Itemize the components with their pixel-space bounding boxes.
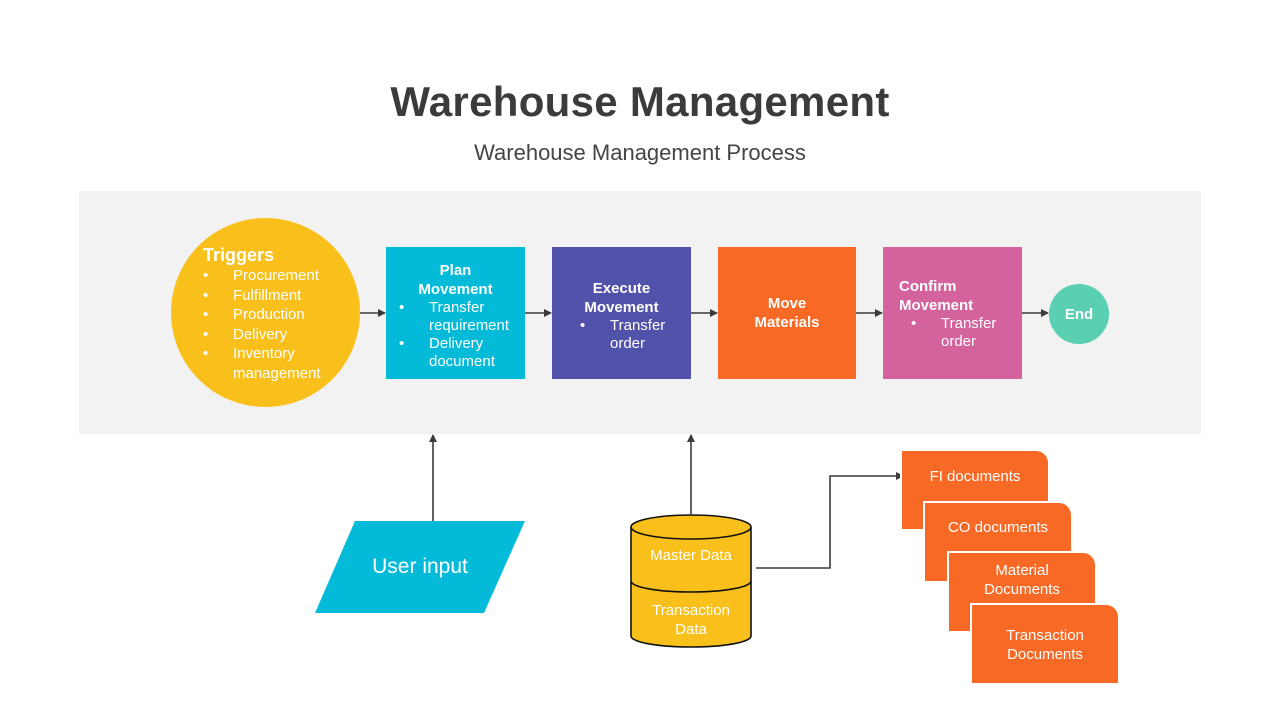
list-item: Fulfillment: [203, 286, 360, 306]
list-item: Procurement: [203, 266, 360, 286]
list-item: Delivery document: [386, 335, 525, 371]
user-input-shape: [315, 521, 525, 613]
move-materials-title: Move Materials: [754, 295, 820, 331]
execute-movement-list: Transfer order: [552, 317, 691, 353]
plan-movement-node: Plan Movement Transfer requirement Deliv…: [386, 247, 525, 379]
confirm-movement-title: Confirm Movement: [899, 278, 974, 314]
arrow-database-documents: [756, 472, 904, 569]
database-icon: [630, 514, 752, 648]
execute-movement-title: Execute Movement: [584, 280, 659, 316]
confirm-movement-node: Confirm Movement Transfer order: [883, 247, 1022, 379]
plan-movement-list: Transfer requirement Delivery document: [386, 299, 525, 371]
list-item: Transfer requirement: [386, 299, 525, 335]
list-item: Transfer order: [567, 317, 668, 353]
list-item: Production: [203, 305, 360, 325]
list-item: Transfer order: [898, 315, 999, 351]
database-bottom-label: Transaction Data: [652, 602, 730, 638]
end-label: End: [1064, 305, 1094, 323]
page-title: Warehouse Management: [390, 78, 890, 125]
execute-movement-node: Execute Movement Transfer order: [552, 247, 691, 379]
database-top-label: Master Data: [650, 547, 732, 564]
triggers-list: Procurement Fulfillment Production Deliv…: [203, 266, 360, 383]
document-transaction: Transaction Documents: [972, 605, 1118, 683]
triggers-node: Triggers Procurement Fulfillment Product…: [171, 218, 360, 407]
triggers-title: Triggers: [203, 245, 275, 265]
confirm-movement-list: Transfer order: [883, 315, 1022, 351]
end-node: End: [1049, 284, 1109, 344]
user-input-label: User input: [372, 555, 468, 578]
move-materials-node: Move Materials: [718, 247, 856, 379]
list-item: Delivery: [203, 325, 360, 345]
list-item: Inventory management: [203, 344, 360, 383]
plan-movement-title: Plan Movement: [418, 262, 493, 298]
page-subtitle: Warehouse Management Process: [474, 140, 806, 165]
